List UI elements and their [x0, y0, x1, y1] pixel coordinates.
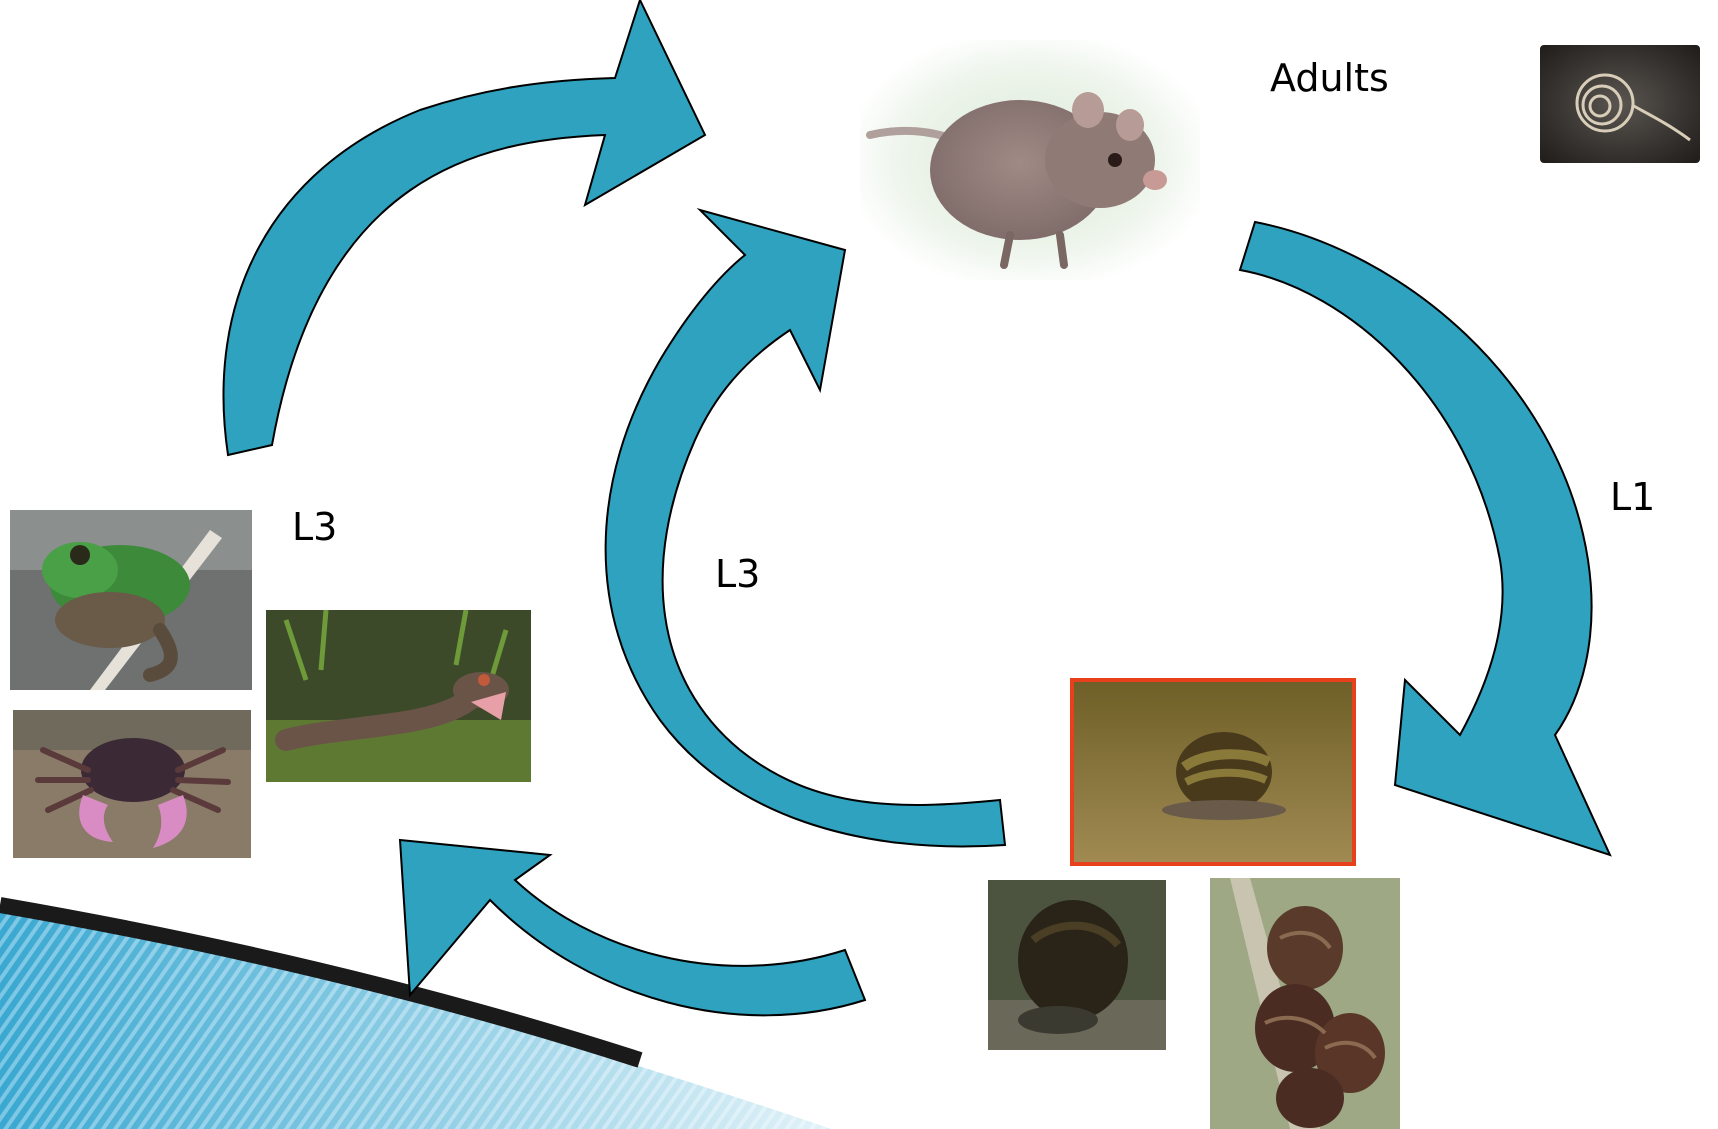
arrow-snails-to-rat — [606, 210, 1005, 846]
label-l1: L1 — [1610, 475, 1655, 519]
crab-photo — [13, 710, 251, 858]
adult-worm-photo — [1540, 45, 1700, 163]
aquatic-snail-photo — [1070, 678, 1356, 866]
arrow-paratenic-to-rat — [223, 0, 705, 455]
frog-photo — [10, 510, 252, 690]
giant-african-land-snail-photo — [1210, 878, 1400, 1129]
label-adults: Adults — [1270, 56, 1389, 100]
rat-photo — [860, 40, 1200, 280]
label-l3-paratenic: L3 — [292, 505, 337, 549]
label-l3-center: L3 — [715, 552, 760, 596]
arrow-snails-to-paratenic — [400, 840, 865, 1015]
gecko-photo — [266, 610, 531, 782]
apple-snail-photo — [988, 880, 1166, 1050]
